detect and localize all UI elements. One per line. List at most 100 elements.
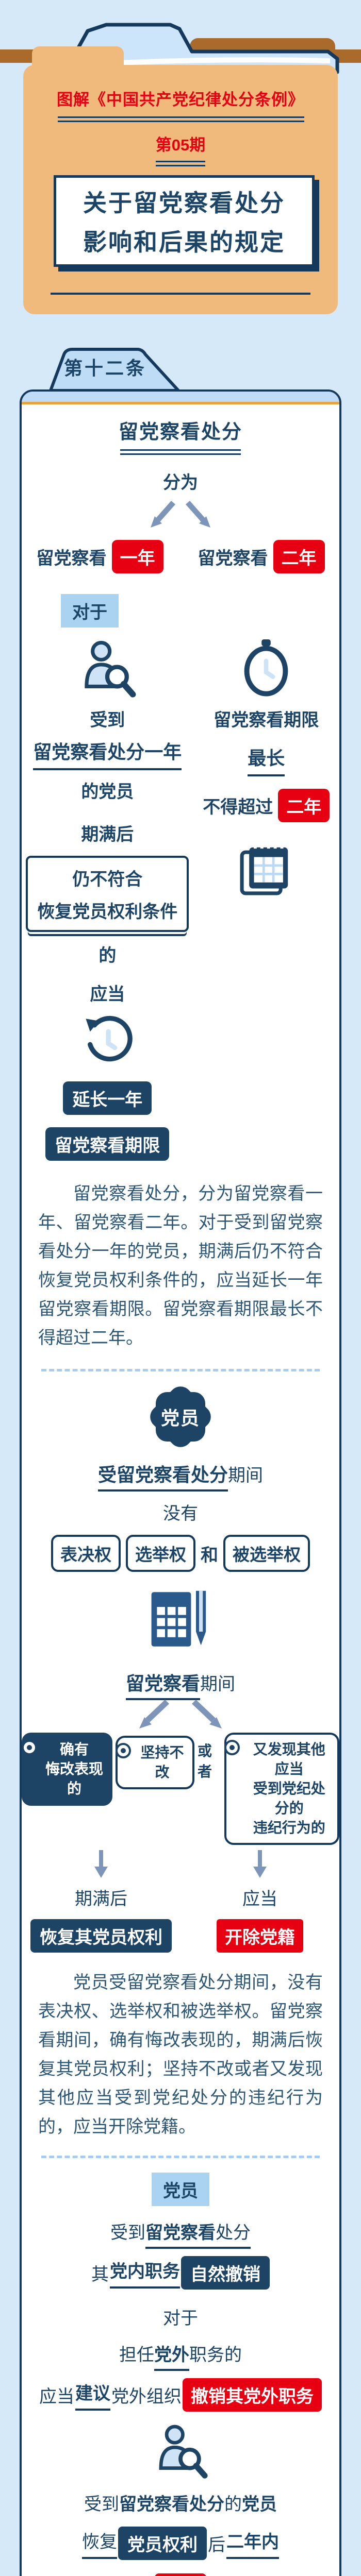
option-one-year: 留党察看 一年 <box>22 540 178 573</box>
s2-title: 受留党察看处分期间 <box>97 1460 263 1492</box>
s1-zuichang: 最长 <box>248 743 285 776</box>
s3-line4-mid: 党外组织 <box>111 2387 182 2406</box>
s3-line3-bold: 党外 <box>154 2345 189 2371</box>
s1-de: 的 <box>99 946 117 965</box>
s3-line4-badge: 撤销其党外职务 <box>183 2378 322 2412</box>
s1-title: 留党察看处分 <box>118 421 242 443</box>
ballot-pencil-icon <box>151 1590 206 1647</box>
s2-result-restore: 恢复其党员权利 <box>30 1919 172 1953</box>
person-magnifier-icon <box>159 2425 208 2479</box>
s3-line6-mid: 后 <box>208 2535 225 2555</box>
s1-duiyu-highlight: 对于 <box>61 594 119 628</box>
s2-period-title: 留党察看期间 <box>125 1669 235 1700</box>
s2-bubble2-text: 坚持不改 <box>140 1744 184 1780</box>
s1-one-year-line: 留党察看处分一年 <box>33 737 182 770</box>
s3-line6-badge: 党员权利 <box>118 2527 207 2560</box>
s3-duiyu: 对于 <box>163 2309 198 2328</box>
person-magnifier-icon <box>85 640 136 698</box>
s1-box-line1: 仍不符合 <box>72 870 143 889</box>
article-tab-shape <box>49 348 180 392</box>
s1-budechaoguo: 不得超过 <box>203 798 273 817</box>
option1-badge: 一年 <box>111 540 163 573</box>
member-seal-badge: 党员 <box>151 1387 210 1447</box>
s2-qimanhou: 期满后 <box>75 1889 127 1909</box>
s1-condition-box: 仍不符合 恢复党员权利条件 <box>26 856 189 932</box>
s1-badge-period: 留党察看期限 <box>45 1127 170 1161</box>
issue-underline <box>156 161 205 166</box>
s2-title-rest: 期间 <box>228 1466 263 1485</box>
issue-number: 第05期 <box>155 136 206 154</box>
s3-line5-mid: 的 <box>224 2495 242 2514</box>
s3-bude-badge: 不得 <box>155 2573 206 2576</box>
s2-he: 和 <box>201 1545 218 1565</box>
s1-badge-extend: 延长一年 <box>63 1081 152 1115</box>
s3-line2-pre: 其 <box>91 2265 109 2284</box>
s2-huozhe: 或者 <box>198 1743 212 1780</box>
s3-line5: 受到留党察看处分的党员 <box>84 2490 277 2515</box>
s2-pill-elect: 选举权 <box>126 1535 195 1572</box>
s2-bubble3-line2: 受到党纪处分的 <box>253 1781 325 1816</box>
s3-line1: 受到留党察看处分 <box>110 2218 251 2249</box>
s3-member-highlight: 党员 <box>152 2173 209 2206</box>
s2-title-bold: 受留党察看处分 <box>97 1464 228 1492</box>
member-seal-label: 党员 <box>160 1408 200 1429</box>
option1-text: 留党察看 <box>36 549 107 568</box>
s3-line3-pre: 担任 <box>119 2345 154 2365</box>
s3-line1-post: 处分 <box>216 2223 251 2249</box>
s2-paragraph: 党员受留党察看处分期间，没有表决权、选举权和被选举权。留党察看期间，确有悔改表现… <box>38 1973 323 2137</box>
extend-time-icon <box>86 1015 133 1062</box>
series-title-underline <box>58 116 304 122</box>
series-title: 图解《中国共产党纪律处分条例》 <box>57 91 304 109</box>
target-dot-icon <box>116 1743 132 1758</box>
s2-bubble1-line1: 确有 <box>60 1741 89 1757</box>
s2-pill-voting: 表决权 <box>51 1535 121 1572</box>
s3-line5-bold2: 党员 <box>242 2495 277 2514</box>
s3-line1-bold: 留党察看 <box>145 2223 216 2249</box>
s3-line5-pre: 受到 <box>84 2495 119 2514</box>
s3-line3-post: 职务的 <box>189 2345 242 2365</box>
s1-fenwei: 分为 <box>163 473 198 493</box>
article-card: 留党察看处分 分为 留党察看 一年 留党察看 二年 对于 <box>20 389 341 2576</box>
s1-title-underline <box>120 449 241 455</box>
header-folder-graphic: 图解《中国共产党纪律处分条例》 第05期 关于留党察看处分 影响和后果的规定 <box>0 0 361 330</box>
folder-divider <box>51 293 310 295</box>
main-title-card: 关于留党察看处分 影响和后果的规定 <box>54 175 315 267</box>
s1-shoudao: 受到 <box>90 710 125 730</box>
s2-bubble-persist: 坚持不改 <box>116 1736 194 1789</box>
s2-result-expel: 开除党籍 <box>217 1919 303 1953</box>
s3-line3: 担任党外职务的 <box>119 2341 242 2371</box>
s3-line4-pre: 应当 <box>39 2387 74 2406</box>
option2-badge: 二年 <box>273 540 325 573</box>
alarm-clock-icon <box>244 639 288 697</box>
s1-qimanhou: 期满后 <box>81 825 134 844</box>
s1-two-year-badge: 二年 <box>278 789 330 822</box>
s1-paragraph: 留党察看处分，分为留党察看一年、留党察看二年。对于受到留党察看处分一年的党员，期… <box>38 1184 323 1348</box>
option2-text: 留党察看 <box>198 549 268 568</box>
down-arrow-icon <box>253 1850 267 1878</box>
s3-line4: 应当 建议 党外组织 撤销其党外职务 <box>39 2378 322 2412</box>
s1-right-title: 留党察看期限 <box>214 710 319 730</box>
section-divider-2 <box>41 2156 320 2158</box>
card-top-band <box>22 392 339 404</box>
s2-yingdang: 应当 <box>242 1889 277 1909</box>
split-arrows-icon-2 <box>139 1700 222 1728</box>
s2-bubble3-line1: 又发现其他应当 <box>253 1741 325 1777</box>
s3-line2-badge: 自然撤销 <box>181 2256 270 2290</box>
split-arrows-icon <box>151 501 210 528</box>
s3-line6-pre: 恢复 <box>82 2528 117 2559</box>
s2-bubble1-line2: 悔改表现的 <box>45 1761 104 1797</box>
s2-bubble3-line3: 违纪行为的 <box>253 1820 325 1836</box>
option-two-year: 留党察看 二年 <box>183 540 339 573</box>
down-arrow-icon <box>94 1850 108 1878</box>
s3-line5-bold: 留党察看处分 <box>119 2495 224 2514</box>
s1-dangyuan: 的党员 <box>81 782 134 802</box>
s3-line2-bold: 党内职务 <box>110 2257 180 2289</box>
s1-box-line2: 恢复党员权利条件 <box>37 902 178 922</box>
s3-line1-pre: 受到 <box>110 2223 145 2243</box>
article-tab: 第十二条 <box>43 346 188 392</box>
s2-pill-elected: 被选举权 <box>223 1535 310 1572</box>
s3-line4-bold: 建议 <box>75 2379 110 2411</box>
calendar-icon <box>240 840 288 895</box>
s2-bubble-repent: 确有 悔改表现的 <box>22 1733 113 1806</box>
target-dot-icon <box>224 1740 240 1755</box>
